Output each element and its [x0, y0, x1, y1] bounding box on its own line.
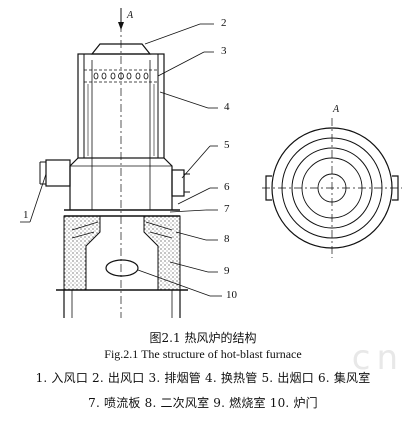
- callout-10: 10: [226, 289, 238, 301]
- watermark: cn: [351, 338, 404, 378]
- callout-3: 3: [221, 45, 227, 57]
- plan-view: [262, 118, 402, 258]
- section-label: A: [332, 104, 340, 115]
- callout-6: 6: [224, 181, 230, 193]
- furnace-drawing: 1 2 3 4 5 6 7 8 9 10 A A: [20, 8, 402, 318]
- leader-lines: [20, 23, 222, 297]
- legend-line-2: 7. 喷流板 8. 二次风室 9. 燃烧室 10. 炉门: [88, 396, 318, 410]
- callout-8: 8: [224, 233, 230, 245]
- callout-2: 2: [221, 17, 227, 29]
- callout-4: 4: [224, 101, 230, 113]
- callout-7: 7: [224, 203, 230, 215]
- caption-en: Fig.2.1 The structure of hot-blast furna…: [104, 347, 302, 361]
- elevation-view: [39, 8, 190, 318]
- callout-9: 9: [224, 265, 230, 277]
- legend-line-1: 1. 入风口 2. 出风口 3. 排烟管 4. 换热管 5. 出烟口 6. 集风…: [35, 371, 371, 385]
- callout-numbers: 1 2 3 4 5 6 7 8 9 10 A A: [23, 10, 340, 301]
- caption-zh: 图2.1 热风炉的结构: [149, 331, 257, 345]
- callout-5: 5: [224, 139, 230, 151]
- callout-1: 1: [23, 209, 29, 221]
- view-marker: A: [126, 10, 134, 21]
